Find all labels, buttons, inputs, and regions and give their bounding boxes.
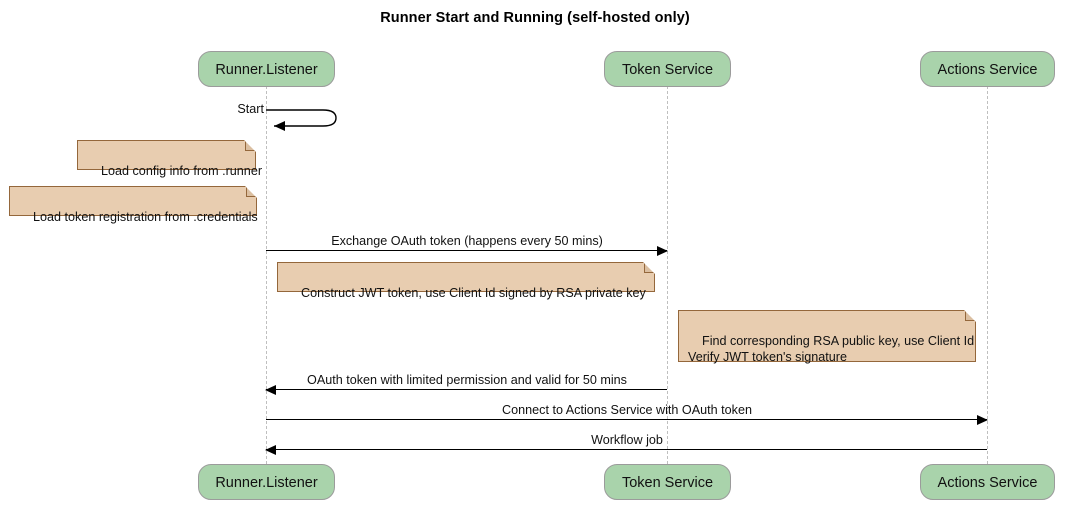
participant-token-service-top[interactable]: Token Service	[604, 51, 731, 87]
lifeline-actions	[987, 86, 988, 464]
message-oauth-token-reply	[265, 385, 667, 395]
message-label-exchange-oauth-token: Exchange OAuth token (happens every 50 m…	[331, 234, 603, 248]
message-workflow-job	[265, 445, 987, 455]
note-load-token-registration-text: Load token registration from .credential…	[33, 210, 258, 224]
self-message-start-arrow	[266, 109, 337, 131]
diagram-title: Runner Start and Running (self-hosted on…	[380, 10, 690, 26]
participant-token-service-bottom[interactable]: Token Service	[604, 464, 731, 500]
message-label-start: Start	[237, 102, 264, 116]
arrowhead-left-icon	[265, 385, 276, 395]
lifeline-runner	[266, 86, 267, 464]
arrowhead-right-icon	[657, 246, 668, 256]
participant-actions-service-top[interactable]: Actions Service	[920, 51, 1055, 87]
message-connect-actions-service	[266, 415, 988, 425]
note-load-token-registration: Load token registration from .credential…	[9, 186, 258, 224]
message-label-oauth-token-reply: OAuth token with limited permission and …	[307, 373, 627, 387]
lifeline-token	[667, 86, 668, 464]
self-message-start	[258, 102, 348, 134]
participant-actions-service-bottom[interactable]: Actions Service	[920, 464, 1055, 500]
participant-runner-listener-bottom[interactable]: Runner.Listener	[198, 464, 335, 500]
note-construct-jwt: Construct JWT token, use Client Id signe…	[277, 262, 655, 300]
message-exchange-oauth-token	[266, 246, 668, 256]
note-fold-cut	[964, 310, 976, 322]
note-fold-cut	[244, 140, 256, 152]
note-verify-jwt: Find corresponding RSA public key, use C…	[678, 310, 976, 364]
note-load-config-text: Load config info from .runner	[101, 164, 263, 178]
note-fold-cut	[643, 262, 655, 274]
note-load-config: Load config info from .runner	[77, 140, 262, 178]
arrowhead-right-icon	[977, 415, 988, 425]
note-verify-jwt-text: Find corresponding RSA public key, use C…	[688, 334, 975, 364]
participant-runner-listener-top[interactable]: Runner.Listener	[198, 51, 335, 87]
note-construct-jwt-text: Construct JWT token, use Client Id signe…	[301, 286, 646, 300]
message-label-workflow-job: Workflow job	[591, 433, 663, 447]
message-label-connect-actions-service: Connect to Actions Service with OAuth to…	[502, 403, 752, 417]
arrowhead-left-icon	[265, 445, 276, 455]
note-fold-cut	[245, 186, 257, 198]
